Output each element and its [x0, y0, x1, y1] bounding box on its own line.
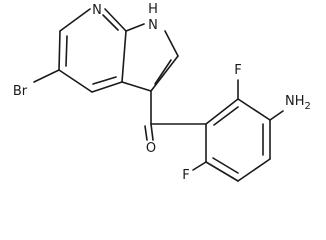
bond-c6-c5 — [58, 30, 61, 71]
bond-c3-c2 — [150, 55, 179, 92]
atom-pyridine-nitrogen: N — [92, 3, 102, 18]
bond-c4-c3a — [91, 81, 123, 93]
bond-c5-br — [33, 69, 60, 83]
bond-c6-f — [192, 161, 207, 171]
bond-c4-c5 — [237, 158, 271, 182]
bond-c1-c2-inner — [213, 106, 239, 126]
bond-c5-c6 — [205, 161, 239, 182]
atom-oxygen: O — [146, 141, 156, 156]
bond-layer — [33, 8, 284, 182]
bond-c1-c2 — [205, 98, 239, 125]
bond-c3-nh2 — [269, 110, 284, 121]
bond-c4-c3a-inner — [92, 76, 117, 85]
bond-c3a-c3 — [121, 81, 152, 92]
atom-bromine: Br — [13, 84, 28, 99]
atom-label-layer: H N N Br O F F NH2 — [13, 2, 311, 183]
atom-fluorine-bottom: F — [182, 168, 189, 183]
bond-c5-c6-inner — [212, 157, 239, 174]
bond-c3-c2-inner — [154, 59, 172, 85]
bond-c6-c5-inner — [65, 35, 68, 67]
bond-c2-c3 — [237, 98, 271, 121]
bond-c5-c4 — [58, 69, 93, 93]
bond-c7a-n7-inner — [102, 14, 119, 31]
atom-nh-nitrogen: N — [148, 18, 158, 33]
chemical-structure: H N N Br O F F NH2 — [13, 2, 311, 183]
atom-amino-subscript: 2 — [305, 101, 311, 112]
atom-amino-nh: NH — [285, 94, 305, 109]
atom-amino-group: NH2 — [285, 94, 311, 112]
bond-n7-c6 — [59, 8, 91, 32]
bond-carbonyl-o — [150, 123, 154, 141]
bond-c2-n1 — [164, 30, 179, 57]
bond-c7a-c3a — [121, 30, 127, 83]
atom-nh-hydrogen: H — [148, 2, 158, 17]
atom-fluorine-top: F — [234, 63, 241, 78]
bond-carbonyl-o-inner — [144, 125, 148, 141]
bond-n1-c7a — [125, 23, 145, 32]
bond-c7a-n7 — [104, 8, 127, 32]
